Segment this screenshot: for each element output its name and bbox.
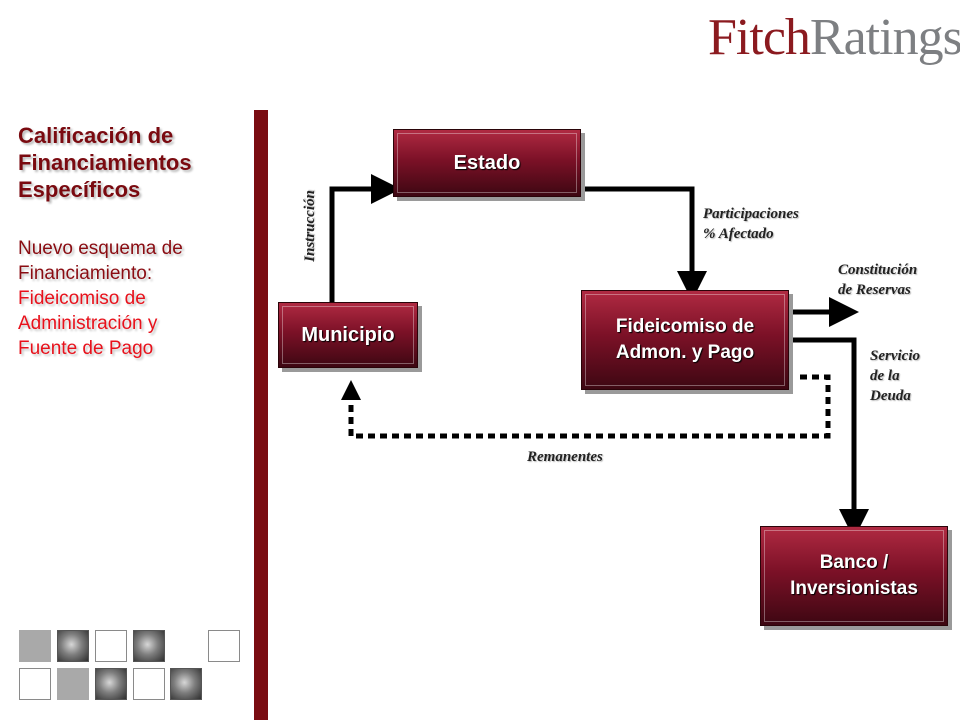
thumbnail-tile [208, 630, 240, 662]
label-participaciones-line: Participaciones [703, 206, 799, 222]
label-participaciones-line: % Afectado [703, 226, 774, 242]
node-fideicomiso: Fideicomiso de Admon. y Pago [581, 290, 789, 390]
label-participaciones: Participaciones % Afectado [703, 204, 799, 244]
arrow-instruccion [329, 174, 401, 302]
thumbnail-tile [19, 630, 51, 662]
subtitle-line: Financiamiento: [18, 263, 153, 284]
fitch-ratings-logo: FitchRatings [708, 8, 960, 68]
thumbnail-tile [19, 668, 51, 700]
arrow-participaciones [583, 186, 707, 301]
thumbnail-tile [133, 668, 165, 700]
arrow-remanentes [348, 374, 831, 439]
label-instruccion: Instrucción [302, 190, 318, 262]
label-remanentes: Remanentes [527, 449, 603, 465]
node-estado: Estado [393, 129, 581, 197]
thumbnail-tile [95, 630, 127, 662]
label-servicio-deuda: Servicio de la Deuda [870, 346, 920, 406]
logo-fitch: Fitch [708, 9, 811, 66]
thumbnail-tile [57, 630, 89, 662]
label-constitucion-line: Constitución [838, 262, 918, 278]
title-line: Específicos [18, 177, 141, 202]
label-constitucion: Constitución de Reservas [838, 260, 917, 300]
page-title: Calificación de Financiamientos Específi… [18, 122, 248, 203]
label-servicio-line: Servicio [870, 348, 920, 364]
label-servicio-line: Deuda [870, 388, 911, 404]
label-servicio-line: de la [870, 368, 900, 384]
thumbnail-tile [170, 668, 202, 700]
node-banco: Banco / Inversionistas [760, 526, 948, 626]
node-banco-line: Inversionistas [790, 578, 918, 599]
subtitle-block: Nuevo esquema de Financiamiento: Fideico… [18, 236, 248, 361]
logo-ratings: Ratings [809, 9, 960, 66]
node-fideicomiso-line: Admon. y Pago [615, 342, 755, 363]
highlight-line: Fuente de Pago [18, 338, 154, 359]
node-fideicomiso-line: Fideicomiso de [615, 316, 755, 337]
thumbnail-tile [57, 668, 89, 700]
arrow-servicio-deuda [790, 337, 869, 539]
node-estado-label: Estado [453, 152, 521, 174]
highlight-line: Administración y [18, 313, 158, 334]
node-banco-line: Banco / [819, 552, 889, 573]
highlight-line: Fideicomiso de [18, 288, 146, 309]
sidebar-divider [254, 110, 268, 720]
title-line: Financiamientos [18, 150, 192, 175]
node-municipio: Municipio [278, 302, 418, 368]
arrow-remanentes-head [341, 380, 361, 400]
thumbnail-tile [133, 630, 165, 662]
thumbnail-tile [95, 668, 127, 700]
title-line: Calificación de [18, 123, 174, 148]
label-constitucion-line: de Reservas [838, 282, 911, 298]
node-municipio-label: Municipio [301, 324, 395, 346]
subtitle-line: Nuevo esquema de [18, 238, 183, 259]
